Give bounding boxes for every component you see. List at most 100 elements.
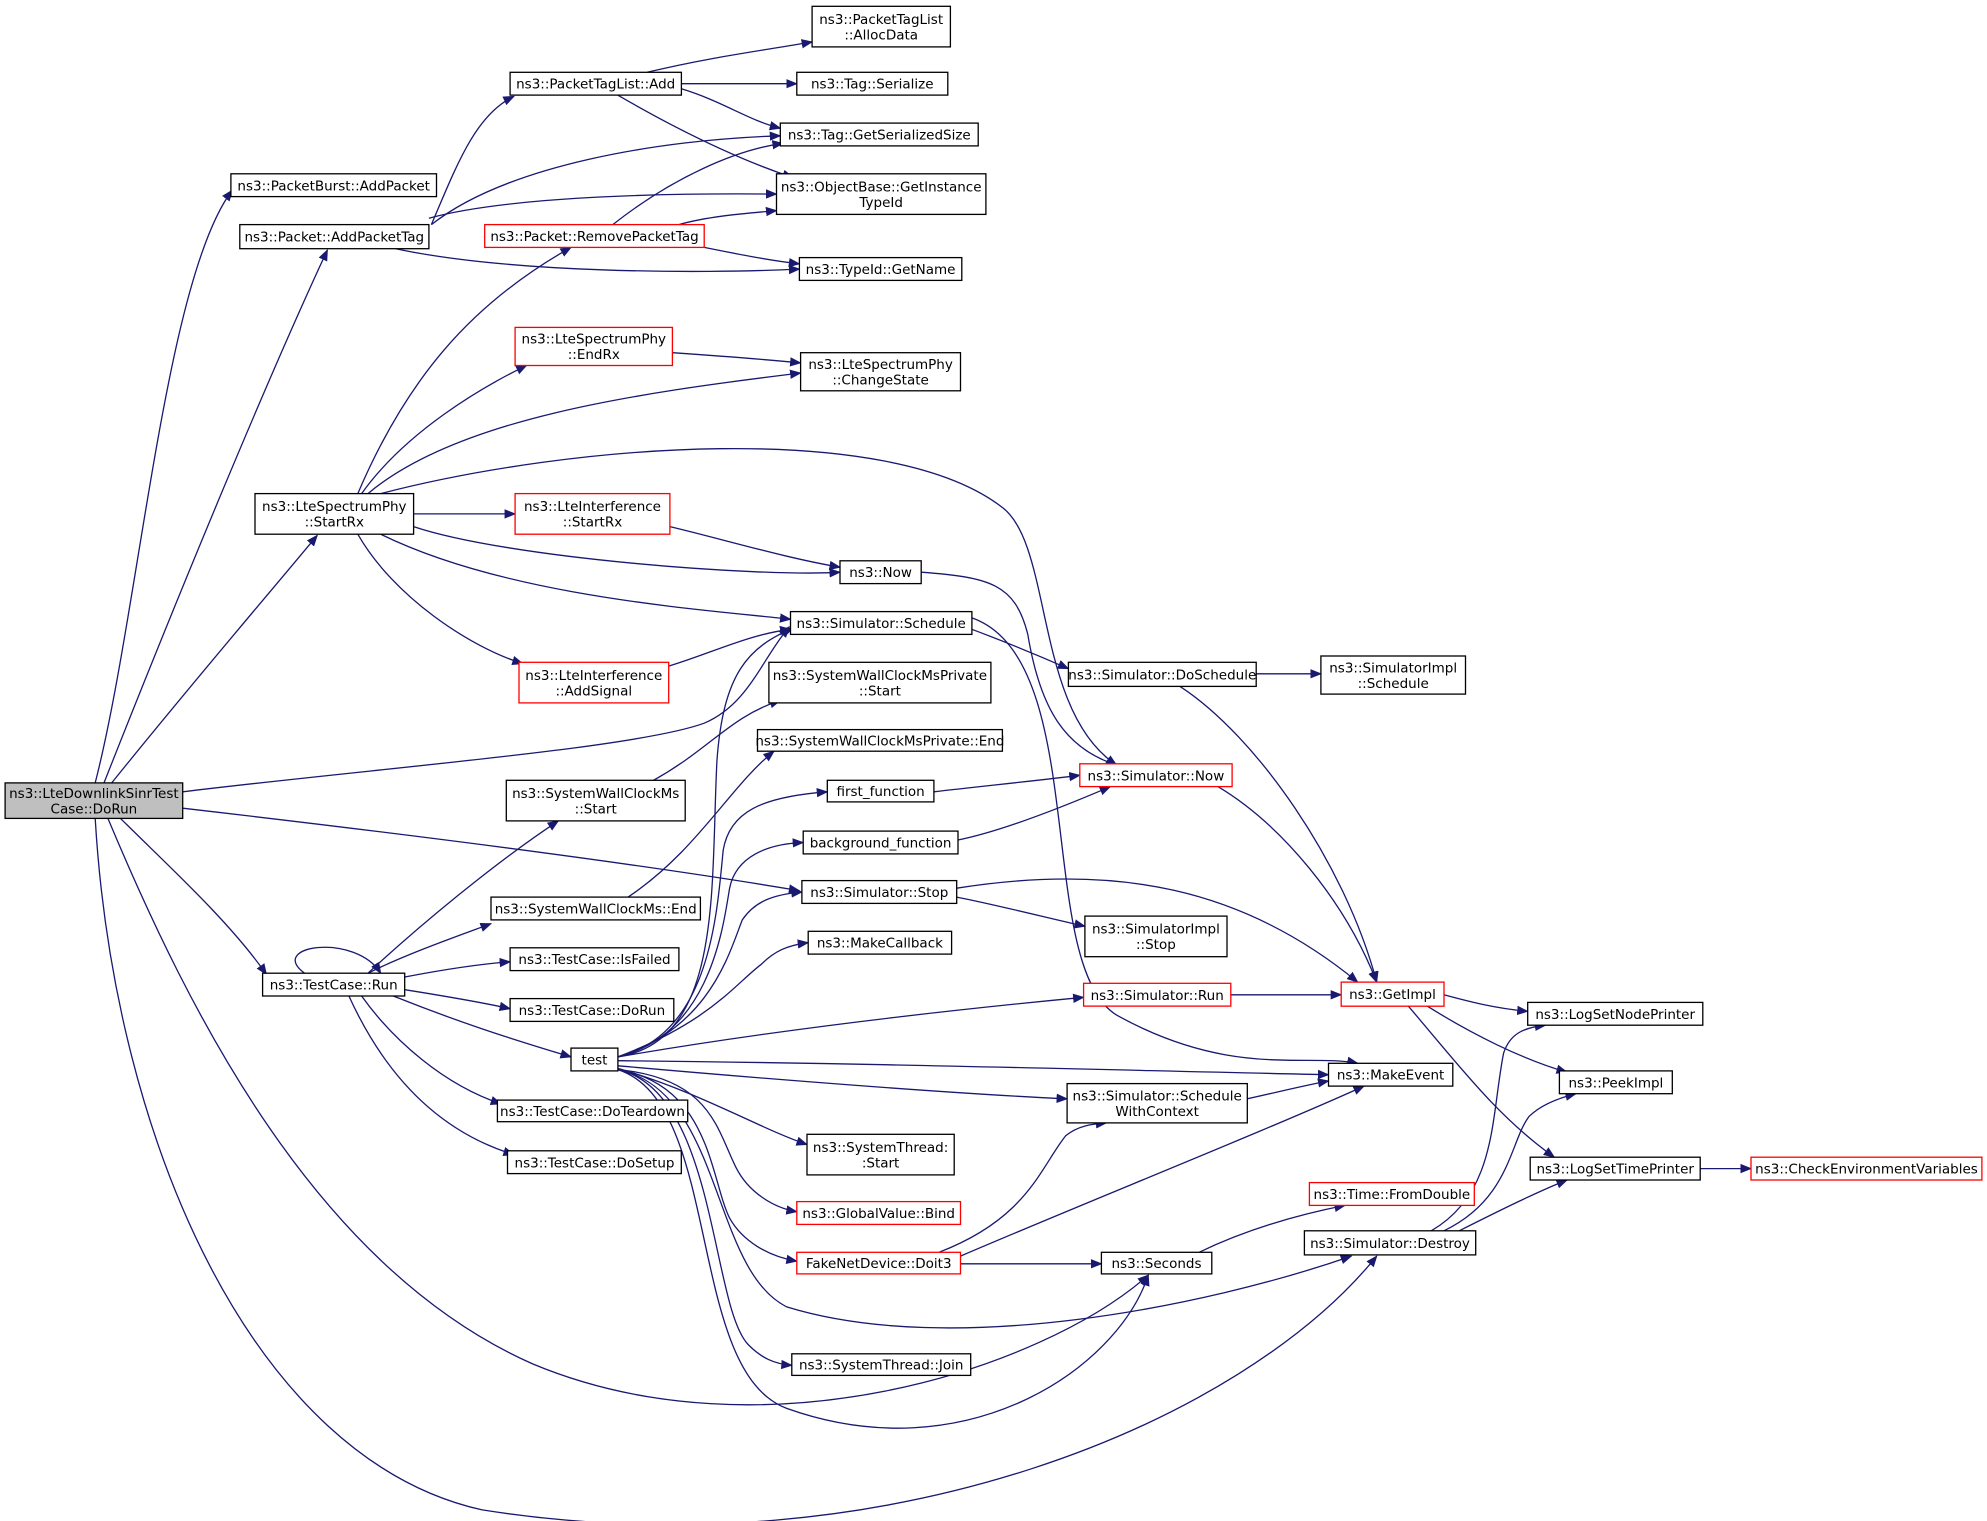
node-firstFn[interactable]: first_function <box>826 779 935 803</box>
node-timeFromD[interactable]: ns3::Time::FromDouble <box>1308 1181 1475 1207</box>
node-checkEnv[interactable]: ns3::CheckEnvironmentVariables <box>1750 1156 1983 1181</box>
edge-test-to-simDestroy <box>617 1068 1353 1329</box>
node-box <box>518 661 670 704</box>
node-siStop[interactable]: ns3::SimulatorImpl::Stop <box>1084 915 1228 958</box>
node-box <box>796 71 949 96</box>
node-logTime[interactable]: ns3::LogSetTimePrinter <box>1529 1156 1701 1181</box>
node-lspChange[interactable]: ns3::LteSpectrumPhy::ChangeState <box>799 352 962 392</box>
node-label: ::Schedule <box>1358 676 1429 692</box>
node-fakeDoit[interactable]: FakeNetDevice::Doit3 <box>796 1251 962 1275</box>
edge-pAddTag-to-ptlAdd <box>430 95 515 225</box>
node-label: ns3::LteInterference <box>525 668 662 684</box>
node-label: ns3::CheckEnvironmentVariables <box>1755 1162 1978 1178</box>
node-label: ns3::TypeId::GetName <box>806 262 956 278</box>
node-liStartRx[interactable]: ns3::LteInterference::StartRx <box>514 492 671 535</box>
node-makeEvent[interactable]: ns3::MakeEvent <box>1327 1062 1454 1087</box>
node-simStop[interactable]: ns3::Simulator::Stop <box>801 879 958 905</box>
node-box <box>1079 763 1233 788</box>
node-box <box>756 728 1004 752</box>
edge-test-to-gvBind <box>617 1068 798 1215</box>
edge-tcRun-to-swcmEnd <box>367 922 493 974</box>
node-tcFailed[interactable]: ns3::TestCase::IsFailed <box>509 947 680 972</box>
edge-ptlAdd-to-objTid <box>617 94 795 179</box>
node-tagSize[interactable]: ns3::Tag::GetSerializedSize <box>779 122 979 147</box>
edge-test-to-firstFn <box>617 787 829 1058</box>
edge-simDestroy-to-logTime <box>1458 1179 1569 1232</box>
node-makeCb[interactable]: ns3::MakeCallback <box>807 930 953 955</box>
edge-pAddTag-to-tagSize <box>430 131 782 226</box>
node-gvBind[interactable]: ns3::GlobalValue::Bind <box>796 1200 962 1226</box>
node-tcTeardown[interactable]: ns3::TestCase::DoTeardown <box>496 1099 689 1123</box>
node-label: ns3::LteSpectrumPhy <box>808 357 953 373</box>
node-swcmEnd[interactable]: ns3::SystemWallClockMs::End <box>490 896 702 921</box>
node-box <box>1320 655 1467 695</box>
edge-now-to-simNow <box>921 571 1118 767</box>
node-tagSer[interactable]: ns3::Tag::Serialize <box>796 71 949 96</box>
node-swcmpStart[interactable]: ns3::SystemWallClockMsPrivate::Start <box>768 661 992 704</box>
node-label: ns3::GetImpl <box>1349 987 1436 1003</box>
node-lspStartRx[interactable]: ns3::LteSpectrumPhy::StartRx <box>254 492 415 535</box>
node-box <box>768 661 992 704</box>
edge-simSchedCtx-to-makeEvent <box>1247 1078 1330 1100</box>
node-getImpl[interactable]: ns3::GetImpl <box>1340 981 1445 1007</box>
node-label: background_function <box>810 836 952 852</box>
node-pbAdd[interactable]: ns3::PacketBurst::AddPacket <box>230 173 438 198</box>
edge-test-to-makeCb <box>617 939 810 1058</box>
node-box <box>789 610 973 636</box>
node-swcmStart[interactable]: ns3::SystemWallClockMs::Start <box>505 779 686 822</box>
node-siSched[interactable]: ns3::SimulatorImpl::Schedule <box>1320 655 1467 695</box>
edge-test-to-simStop <box>617 888 804 1058</box>
edge-swcmEnd-to-swcmpEnd <box>627 750 775 898</box>
node-label: ns3::TestCase::IsFailed <box>518 952 670 968</box>
node-tcDoRun[interactable]: ns3::TestCase::DoRun <box>509 997 675 1023</box>
node-label: ns3::Time::FromDouble <box>1314 1187 1471 1203</box>
node-pAddTag[interactable]: ns3::Packet::AddPacketTag <box>239 223 430 250</box>
node-box <box>806 1133 955 1176</box>
node-logNode[interactable]: ns3::LogSetNodePrinter <box>1527 1001 1704 1026</box>
node-label: ns3::PacketBurst::AddPacket <box>237 178 430 194</box>
node-box <box>1529 1156 1701 1181</box>
node-label: ns3::Tag::Serialize <box>811 77 934 93</box>
edge-lspStartRx-to-lspEndRx <box>361 364 528 494</box>
node-box <box>1303 1230 1477 1256</box>
node-box <box>505 779 686 822</box>
node-simDestroy[interactable]: ns3::Simulator::Destroy <box>1303 1230 1477 1256</box>
node-tcSetup[interactable]: ns3::TestCase::DoSetup <box>506 1150 682 1175</box>
node-simRun[interactable]: ns3::Simulator::Run <box>1082 982 1232 1007</box>
node-label: ns3::PeekImpl <box>1568 1075 1663 1091</box>
node-pRemove[interactable]: ns3::Packet::RemovePacketTag <box>484 223 705 249</box>
node-simNow[interactable]: ns3::Simulator::Now <box>1079 763 1233 788</box>
node-simDoSched[interactable]: ns3::Simulator::DoSchedule <box>1067 661 1257 688</box>
node-label: ::Start <box>859 683 901 699</box>
node-swcmpEnd[interactable]: ns3::SystemWallClockMsPrivate::End <box>755 728 1004 752</box>
edges-layer <box>94 39 1753 1521</box>
node-test[interactable]: test <box>570 1047 619 1072</box>
node-lspEndRx[interactable]: ns3::LteSpectrumPhy::EndRx <box>514 326 674 367</box>
edge-pAddTag-to-objTid <box>428 189 778 219</box>
node-box <box>230 173 438 198</box>
node-label: ::ChangeState <box>832 373 929 389</box>
node-ptlAdd[interactable]: ns3::PacketTagList::Add <box>509 71 683 96</box>
node-stJoin[interactable]: ns3::SystemThread::Join <box>791 1353 972 1377</box>
node-tcRun[interactable]: ns3::TestCase::Run <box>261 972 406 997</box>
node-label: ns3::Tag::GetSerializedSize <box>788 128 971 144</box>
edge-simDestroy-to-peekImpl <box>1443 1091 1578 1232</box>
node-label: ns3::LteSpectrumPhy <box>522 332 667 348</box>
edge-tcRun-to-test <box>393 995 573 1059</box>
node-seconds[interactable]: ns3::Seconds <box>1100 1251 1213 1275</box>
node-label: ns3::Seconds <box>1112 1256 1202 1272</box>
node-bgFn[interactable]: background_function <box>802 830 959 855</box>
node-stStart[interactable]: ns3::SystemThread::Start <box>806 1133 955 1176</box>
node-label: ns3::LteSpectrumPhy <box>262 499 407 515</box>
node-peekImpl[interactable]: ns3::PeekImpl <box>1558 1070 1673 1095</box>
node-liAddSig[interactable]: ns3::LteInterference::AddSignal <box>518 661 670 704</box>
node-tidName[interactable]: ns3::TypeId::GetName <box>798 256 963 282</box>
edge-getImpl-to-logTime <box>1407 1005 1556 1158</box>
node-simSched[interactable]: ns3::Simulator::Schedule <box>789 610 973 636</box>
node-label: FakeNetDevice::Doit3 <box>806 1256 952 1272</box>
node-ptlAlloc[interactable]: ns3::PacketTagList::AllocData <box>811 5 952 48</box>
node-now[interactable]: ns3::Now <box>839 560 922 585</box>
